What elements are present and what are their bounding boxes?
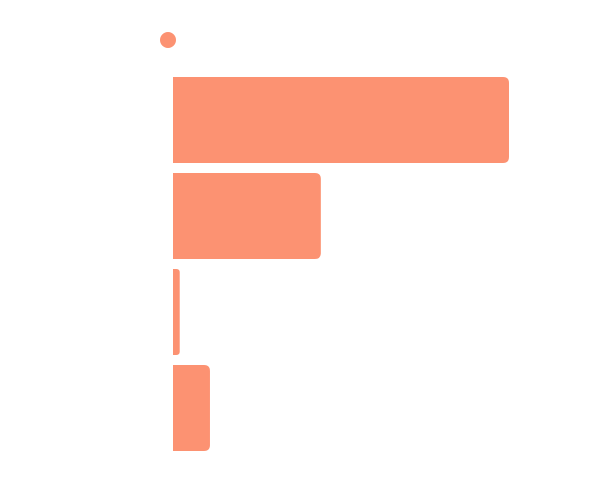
bar-3 [173, 269, 180, 355]
bar-1 [173, 77, 509, 163]
bars [173, 77, 509, 451]
legend [160, 32, 176, 48]
legend-marker [160, 32, 176, 48]
bar-4 [173, 365, 210, 451]
bar-2 [173, 173, 321, 259]
